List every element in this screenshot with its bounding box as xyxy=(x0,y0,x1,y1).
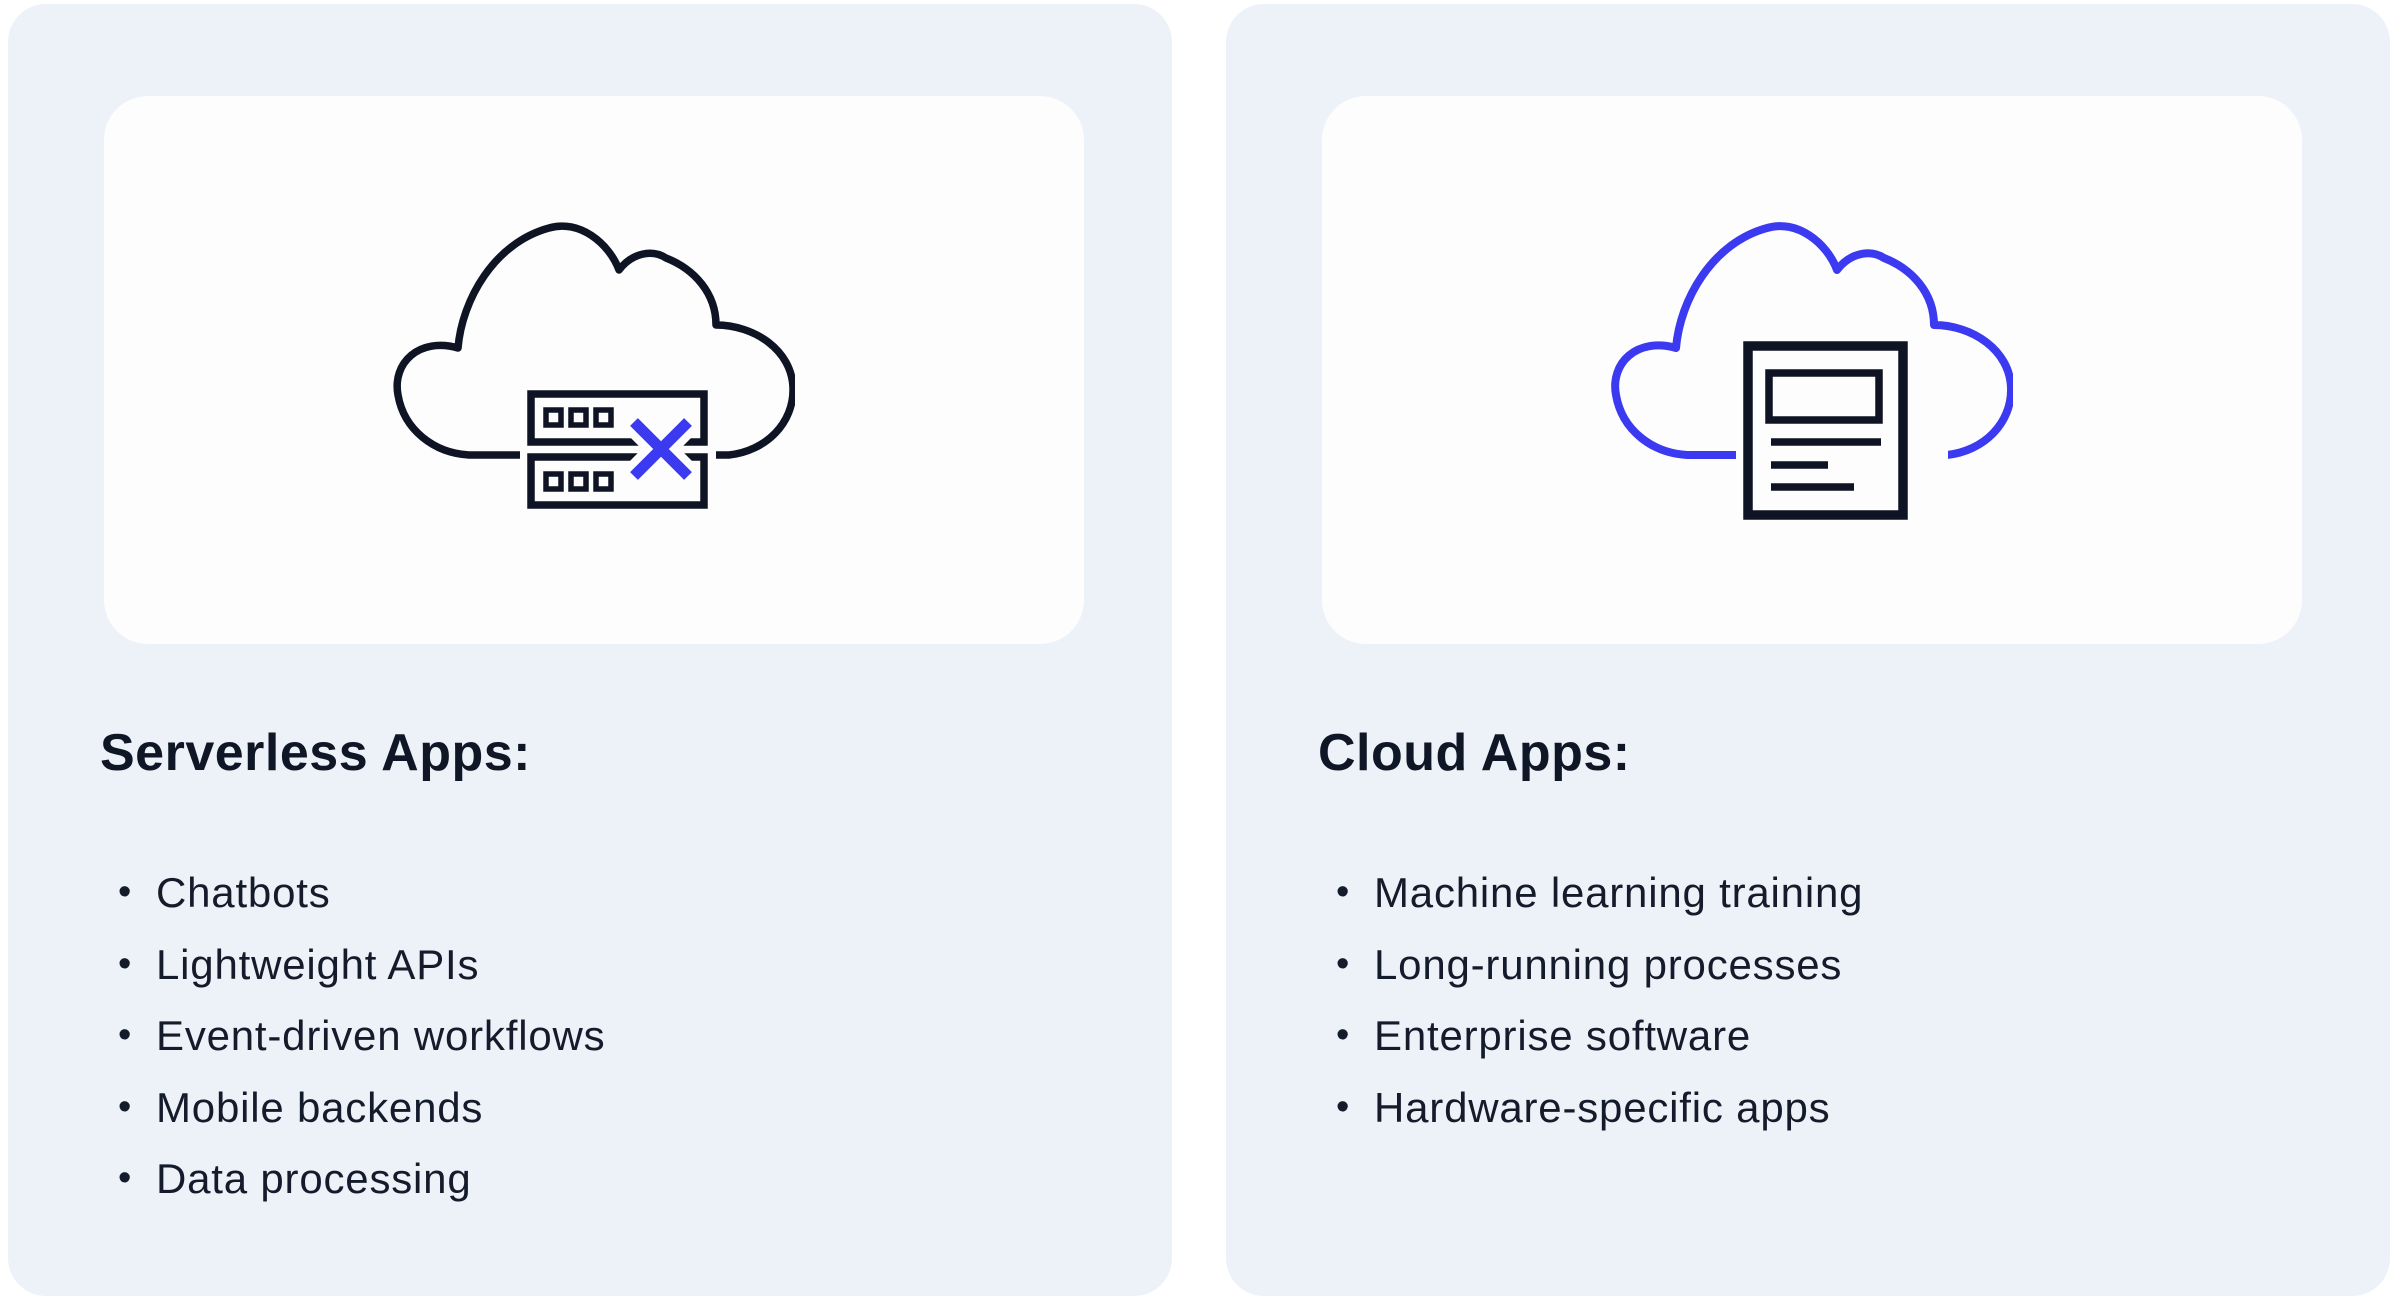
cloud-apps-card: Cloud Apps: • Machine learning training •… xyxy=(1226,4,2390,1296)
list-item-label: Lightweight APIs xyxy=(156,940,480,988)
list-item-label: Enterprise software xyxy=(1374,1012,1752,1059)
cloud-heading: Cloud Apps: xyxy=(1318,724,1631,782)
list-item: • Mobile backends xyxy=(118,1072,605,1144)
bullet-icon: • xyxy=(118,1014,133,1056)
serverless-apps-card: Serverless Apps: • Chatbots • Lightweight … xyxy=(8,4,1172,1296)
list-item-label: Data processing xyxy=(156,1155,472,1202)
list-item: • Hardware-specific apps xyxy=(1336,1072,1863,1144)
cloud-icon-panel xyxy=(1322,96,2302,644)
list-item: • Lightweight APIs xyxy=(118,929,605,1001)
bullet-icon: • xyxy=(1336,1014,1351,1056)
list-item: • Event-driven workflows xyxy=(118,1000,606,1072)
bullet-icon: • xyxy=(118,942,133,985)
serverless-icon-panel xyxy=(104,96,1084,644)
list-item-label: Chatbots xyxy=(156,869,331,916)
cloud-with-crossed-out-servers-icon xyxy=(393,222,795,516)
bullet-icon: • xyxy=(1336,942,1351,985)
list-item: • Data processing xyxy=(118,1143,605,1215)
list-item-label: Machine learning training xyxy=(1374,869,1864,916)
list-item: • Chatbots xyxy=(118,857,605,929)
bullet-icon: • xyxy=(1336,871,1351,913)
list-item-label: Long-running processes xyxy=(1374,940,1843,988)
cloud-list: • Machine learning training • Long-running… xyxy=(1336,857,1864,1144)
bullet-icon: • xyxy=(1336,1085,1351,1128)
list-item: • Enterprise software xyxy=(1336,1000,1863,1072)
list-item: • Long-running processes xyxy=(1336,929,1863,1001)
serverless-list: • Chatbots • Lightweight APIs • Event-drive… xyxy=(118,857,606,1215)
bullet-icon: • xyxy=(118,871,133,913)
list-item-label: Mobile backends xyxy=(156,1083,484,1131)
list-item: • Machine learning training xyxy=(1336,857,1864,929)
bullet-icon: • xyxy=(118,1157,133,1199)
list-item-label: Event-driven workflows xyxy=(156,1012,606,1059)
cloud-with-document-icon xyxy=(1611,222,2013,520)
bullet-icon: • xyxy=(118,1085,133,1128)
serverless-heading: Serverless Apps: xyxy=(100,724,531,782)
list-item-label: Hardware-specific apps xyxy=(1374,1083,1831,1131)
